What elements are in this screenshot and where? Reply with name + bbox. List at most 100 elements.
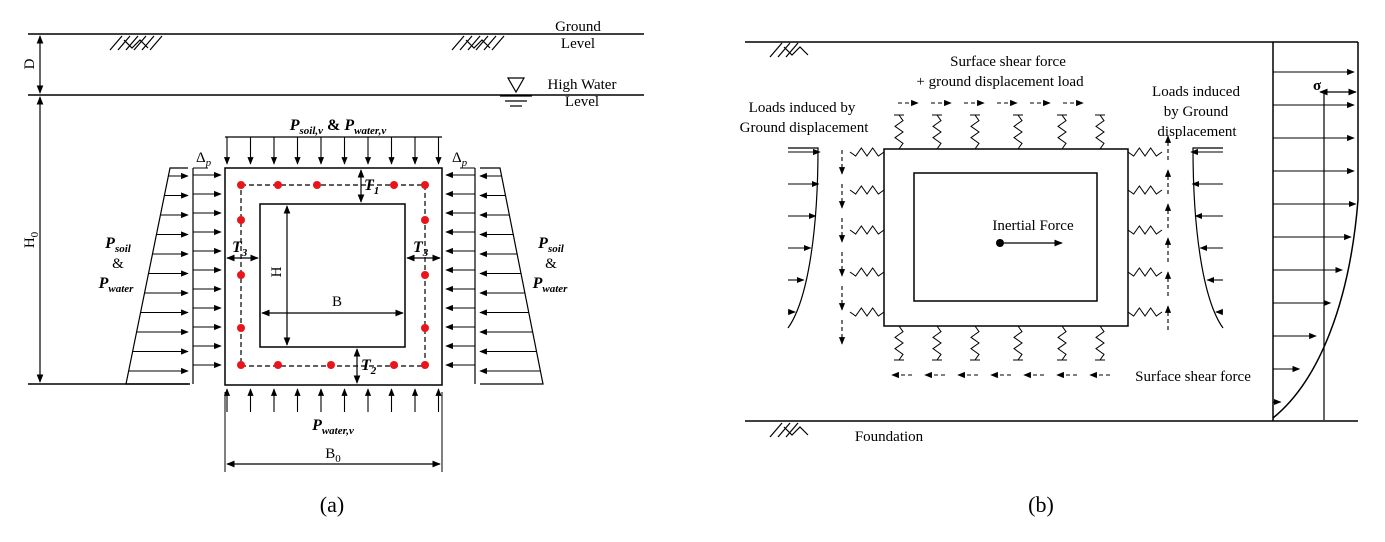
spring bbox=[849, 307, 885, 317]
spring bbox=[894, 325, 904, 361]
right-displacement-profile bbox=[1192, 147, 1224, 329]
shear-arrows bbox=[838, 99, 1172, 379]
spring bbox=[970, 325, 980, 361]
hatch-line bbox=[459, 35, 473, 51]
surface-shear-bottom: Surface shear force bbox=[1135, 369, 1251, 385]
spring bbox=[849, 225, 885, 235]
inertial-force-label: Inertial Force bbox=[992, 218, 1074, 234]
rebar-dot bbox=[237, 181, 245, 189]
spring bbox=[1127, 307, 1163, 317]
hatch-line bbox=[769, 422, 783, 438]
left-soil-pressure bbox=[125, 167, 188, 385]
spring bbox=[1013, 325, 1023, 361]
culvert-inner bbox=[259, 203, 406, 348]
rebar-dot bbox=[237, 361, 245, 369]
loads-right-2: by Ground bbox=[1164, 104, 1229, 120]
rebar-dot bbox=[421, 216, 429, 224]
hatch-line bbox=[465, 39, 491, 49]
ground-level-label-2: Level bbox=[561, 36, 595, 52]
hatch-line bbox=[769, 42, 783, 58]
sigma-label: σ bbox=[1313, 78, 1322, 94]
stress-profile-curve bbox=[1272, 42, 1359, 419]
ground-hatch-icon bbox=[109, 35, 505, 51]
spring bbox=[1057, 325, 1067, 361]
soil-springs bbox=[849, 114, 1163, 361]
hatch-line bbox=[133, 35, 147, 51]
rebar-dot bbox=[390, 361, 398, 369]
loads-left-2: Ground displacement bbox=[740, 120, 870, 136]
b0-label: B0 bbox=[325, 446, 341, 465]
loads-left-1: Loads induced by bbox=[749, 100, 856, 116]
spring bbox=[1057, 114, 1067, 150]
spring bbox=[1095, 114, 1105, 150]
high-water-label-1: High Water bbox=[548, 77, 617, 93]
delta-p-left: Δp bbox=[196, 150, 212, 169]
soil-pressure-arrows bbox=[128, 172, 541, 375]
hatch-line bbox=[783, 426, 809, 436]
hatch-line bbox=[149, 35, 163, 51]
left-lateral-label-2: Pwater bbox=[98, 275, 135, 295]
right-soil-pressure bbox=[480, 167, 544, 385]
caption-b: (b) bbox=[1028, 492, 1054, 517]
hatch-line bbox=[785, 42, 799, 58]
spring bbox=[894, 114, 904, 150]
h-label: H bbox=[269, 266, 285, 277]
rebar-dot bbox=[421, 324, 429, 332]
displacement-arrows bbox=[788, 148, 1223, 316]
hatch-line bbox=[777, 42, 791, 58]
bottom-load-label: Pwater,v bbox=[311, 417, 354, 437]
spring bbox=[932, 325, 942, 361]
t3-right-label: T3 bbox=[413, 239, 429, 259]
right-lateral-amp: & bbox=[545, 256, 557, 272]
hatch-line bbox=[467, 35, 481, 51]
rebar-dot bbox=[274, 181, 282, 189]
foundation-label: Foundation bbox=[855, 429, 924, 445]
hatch-line bbox=[141, 35, 155, 51]
rebar-dot bbox=[390, 181, 398, 189]
spring bbox=[1127, 147, 1163, 157]
spring bbox=[849, 147, 885, 157]
t1-label: T1 bbox=[364, 177, 379, 197]
hatch-line bbox=[785, 422, 799, 438]
right-lateral-label-2: Pwater bbox=[532, 275, 569, 295]
surface-shear-top-2: + ground displacement load bbox=[916, 74, 1084, 90]
top-load-arrows bbox=[223, 137, 442, 165]
spring bbox=[1013, 114, 1023, 150]
hatch-line bbox=[475, 35, 489, 51]
surface-shear-top-1: Surface shear force bbox=[950, 54, 1066, 70]
spring bbox=[849, 185, 885, 195]
hatch-line bbox=[777, 422, 791, 438]
spring bbox=[1127, 185, 1163, 195]
hatch-line bbox=[123, 39, 149, 49]
structure-outer bbox=[883, 148, 1129, 327]
left-displacement-profile bbox=[787, 147, 819, 329]
structure-inner bbox=[913, 172, 1098, 302]
stress-arrows bbox=[1273, 68, 1357, 406]
right-lateral-label-1: Psoil bbox=[537, 235, 565, 255]
hatch-line bbox=[125, 35, 139, 51]
spring bbox=[932, 114, 942, 150]
left-lateral-label-1: Psoil bbox=[104, 235, 132, 255]
rebar-dot bbox=[327, 361, 335, 369]
rebar-dot bbox=[421, 271, 429, 279]
t2-label: T2 bbox=[361, 357, 377, 377]
caption-a: (a) bbox=[320, 492, 344, 517]
t3-left-label: T3 bbox=[232, 239, 248, 259]
loads-right-1: Loads induced bbox=[1152, 84, 1240, 100]
ground-displacement-arrows bbox=[193, 171, 475, 369]
depth-label: D bbox=[22, 58, 38, 69]
spring bbox=[970, 114, 980, 150]
bottom-load-arrows bbox=[223, 388, 442, 412]
spring bbox=[1127, 267, 1163, 277]
spring bbox=[1095, 325, 1105, 361]
top-load-label: Psoil,v & Pwater,v bbox=[289, 117, 387, 137]
b-label: B bbox=[332, 294, 342, 310]
panel-b: σ Inertial Force Surface shear force + g… bbox=[740, 41, 1359, 517]
rebar-dot bbox=[313, 181, 321, 189]
ground-hatch-icon bbox=[769, 42, 809, 438]
ground-level-label-1: Ground bbox=[555, 19, 601, 35]
loads-right-3: displacement bbox=[1157, 124, 1237, 140]
rebar-dot bbox=[274, 361, 282, 369]
